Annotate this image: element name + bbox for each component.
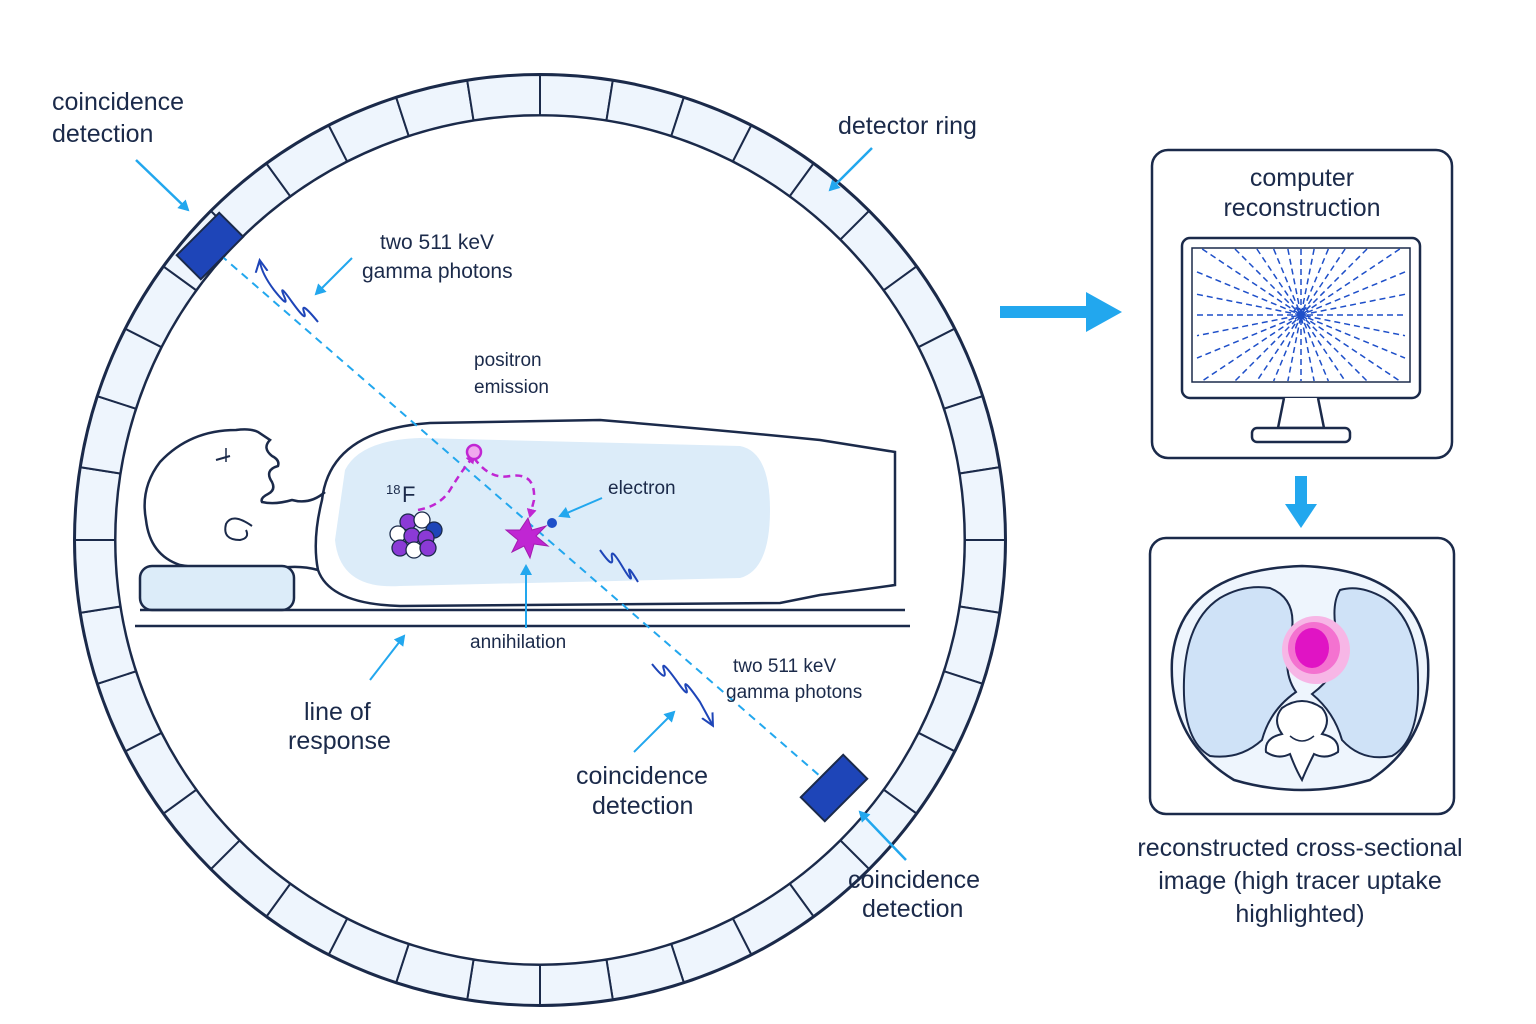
computer-reconstruction-line-2: reconstruction <box>1223 194 1380 222</box>
reconstruction-ray <box>1287 248 1315 382</box>
coincidence-center-line-1: coincidence <box>576 762 708 790</box>
reconstruction-center <box>1297 311 1305 319</box>
coincidence-center-arrow <box>633 710 676 753</box>
detector-cell <box>539 73 614 122</box>
positron-dot <box>465 443 483 461</box>
torso-highlight <box>335 438 770 587</box>
label-line-of-response: line of response <box>288 698 391 755</box>
label-coincidence-center: coincidence detection <box>576 762 708 820</box>
coincidence-bottom-right-arrow <box>858 810 907 861</box>
ct-slice-icon <box>1170 564 1430 792</box>
label-detector-ring: detector ring <box>838 112 977 140</box>
detector-cell <box>942 395 1001 475</box>
reconstructed-image-line-2: image (high tracer uptake <box>1158 867 1441 895</box>
isotope-symbol: F <box>402 482 415 507</box>
line-of-response-arrow <box>369 634 406 681</box>
arrow-right-icon <box>1000 292 1122 332</box>
ear <box>224 517 253 542</box>
reconstructed-image-line-1: reconstructed cross-sectional <box>1137 834 1462 862</box>
coincidence-bottom-right-line-1: coincidence <box>848 866 980 894</box>
detector-ring-arrow <box>828 147 873 192</box>
label-gamma-bottom: two 511 keV gamma photons <box>726 656 862 703</box>
detector-cell <box>395 942 475 1001</box>
eye <box>215 455 231 461</box>
body-outline <box>314 418 897 608</box>
coincidence-top-left-line-2: detection <box>52 120 153 148</box>
line-of-response-line-1: line of <box>304 698 371 726</box>
reconstruction-ray <box>1287 248 1315 382</box>
detector-cells <box>73 73 1007 1007</box>
detector-cell <box>79 395 138 475</box>
reconstruction-ray <box>1196 293 1406 337</box>
positron-emission-line-2: emission <box>474 377 549 398</box>
gamma-top-line-2: gamma photons <box>362 260 513 283</box>
coincidence-top-left-arrow <box>135 159 190 212</box>
gamma-photon-mid-wave <box>599 549 639 583</box>
electron-dot <box>547 518 557 528</box>
reconstruction-ray <box>1256 248 1346 382</box>
computer-reconstruction-line-1: computer <box>1250 164 1354 192</box>
gamma-bottom-line-2: gamma photons <box>726 682 862 703</box>
gamma-photon-bottom-wave <box>651 663 712 724</box>
label-positron-emission: positron emission <box>474 350 549 398</box>
label-reconstructed-image: reconstructed cross-sectional image (hig… <box>1137 834 1462 928</box>
electron-arrow <box>558 497 603 518</box>
coincidence-bottom-right-line-2: detection <box>862 895 963 923</box>
coincidence-center-line-2: detection <box>592 792 693 820</box>
active-detector-bottom-right <box>799 753 869 823</box>
label-gamma-top: two 511 keV gamma photons <box>362 231 513 283</box>
label-electron: electron <box>608 478 676 499</box>
gamma-top-arrow <box>314 257 353 296</box>
label-annihilation: annihilation <box>470 632 566 653</box>
patient <box>135 418 910 628</box>
pillow <box>138 564 296 612</box>
detector-cell <box>466 958 541 1007</box>
label-isotope: 18 F <box>386 482 415 507</box>
detector-cell <box>395 79 475 138</box>
positron-emission-line-1: positron <box>474 350 542 371</box>
detector-cell <box>466 73 541 122</box>
gamma-top-line-1: two 511 keV <box>380 231 494 254</box>
reconstructed-image-line-3: highlighted) <box>1235 900 1364 928</box>
detector-cell <box>73 466 122 541</box>
coincidence-top-left-line-1: coincidence <box>52 88 184 116</box>
label-computer-reconstruction: computer reconstruction <box>1223 164 1380 222</box>
detector-cell <box>73 539 122 614</box>
label-coincidence-bottom-right: coincidence detection <box>848 866 980 923</box>
isotope-mass-number: 18 <box>386 482 400 497</box>
line-of-response <box>209 245 837 791</box>
annihilation-star-icon <box>504 516 550 560</box>
spinal-canal <box>1289 735 1315 742</box>
detector-cell <box>605 942 685 1001</box>
detector-cell <box>958 539 1007 614</box>
hotspot-core <box>1295 628 1329 668</box>
head-outline <box>143 428 326 572</box>
nucleus-icon <box>389 511 443 559</box>
detector-cell <box>79 605 138 685</box>
detector-cell <box>539 958 614 1007</box>
line-of-response-line-2: response <box>288 727 391 755</box>
detector-cell <box>942 605 1001 685</box>
detector-cell <box>958 466 1007 541</box>
arrow-down-icon <box>1285 476 1317 528</box>
monitor-icon <box>1180 236 1422 444</box>
active-detector-top-left <box>175 211 245 281</box>
positron-path-2 <box>472 457 537 518</box>
detector-cell <box>605 79 685 138</box>
label-coincidence-top-left: coincidence detection <box>52 88 184 148</box>
gamma-bottom-line-1: two 511 keV <box>733 656 836 677</box>
positron-path <box>417 454 476 512</box>
reconstruction-ray <box>1256 248 1346 382</box>
reconstruction-rays <box>1196 248 1406 382</box>
reconstruction-ray <box>1196 293 1406 337</box>
gamma-photon-top-wave <box>260 262 319 323</box>
